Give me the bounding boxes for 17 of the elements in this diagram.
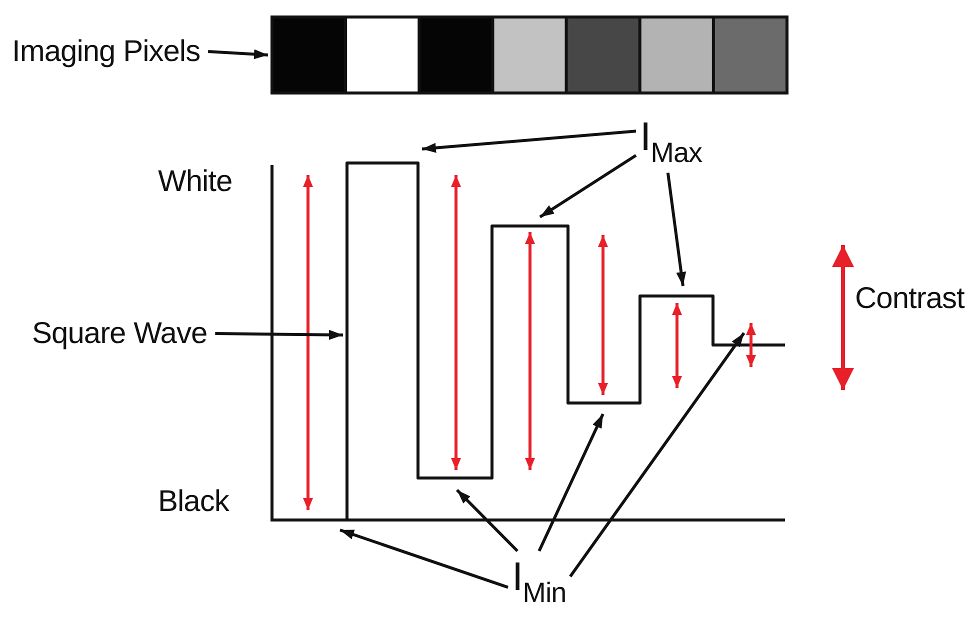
leader-line <box>422 130 636 153</box>
leader-line <box>569 332 746 578</box>
axis-label: Black <box>158 485 229 518</box>
callout-label: I$_{Min}$ <box>512 555 566 609</box>
leader-line <box>340 528 508 589</box>
axis-label: White <box>158 165 232 198</box>
leader-line <box>456 488 518 552</box>
axis-label: Contrast <box>855 282 964 315</box>
leader-line <box>666 172 686 286</box>
pixel-strip <box>270 16 788 94</box>
callout-label: I$_{Max}$ <box>640 115 702 169</box>
callout-label: Imaging Pixels <box>12 35 200 68</box>
leader-line <box>539 154 637 218</box>
leader-line <box>538 413 604 552</box>
leader-line <box>215 330 344 340</box>
leader-line <box>208 49 268 60</box>
callout-label: Square Wave <box>32 317 208 350</box>
